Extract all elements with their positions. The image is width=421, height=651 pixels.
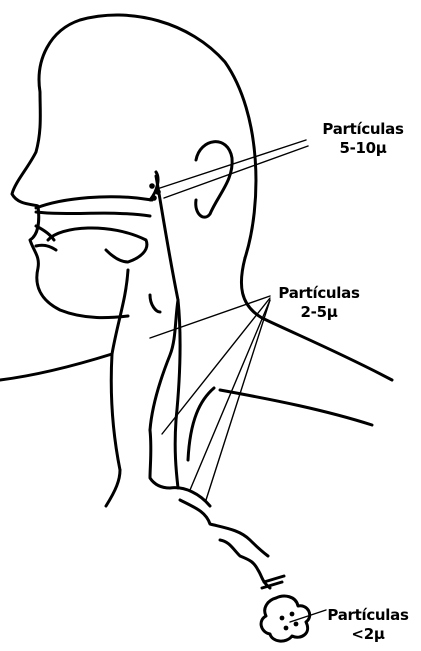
pharynx-front-wall bbox=[111, 270, 128, 470]
epiglottis bbox=[150, 295, 160, 312]
airway-pointer-line bbox=[150, 296, 270, 338]
nasal-pointer-line bbox=[160, 140, 306, 188]
alveolar-particle bbox=[280, 616, 285, 621]
airway-pointer-line bbox=[190, 300, 270, 490]
nasal-label-line1: Partículas bbox=[310, 120, 416, 139]
bronchiole-bar bbox=[262, 576, 284, 588]
lung-outline bbox=[188, 388, 214, 460]
teeth-lower bbox=[36, 245, 56, 250]
pharynx-back-wall bbox=[150, 176, 178, 430]
nasal-pointer-line bbox=[164, 146, 308, 198]
nasal-cavity-outline bbox=[36, 172, 158, 208]
nasal-particle bbox=[149, 183, 155, 189]
alveolar-label-line2: <2μ bbox=[316, 625, 420, 644]
airway-label-line2: 2-5μ bbox=[264, 303, 374, 322]
nasal-particles-label: Partículas 5-10μ bbox=[310, 120, 416, 158]
alveolar-particle bbox=[290, 612, 295, 617]
alveolar-particles-label: Partículas <2μ bbox=[316, 606, 420, 644]
tongue bbox=[48, 228, 147, 262]
trachea-left bbox=[106, 470, 120, 506]
airway-particles-label: Partículas 2-5μ bbox=[264, 284, 374, 322]
teeth-upper bbox=[36, 226, 54, 240]
shoulder-front-line bbox=[0, 354, 112, 380]
nasal-label-line2: 5-10μ bbox=[310, 139, 416, 158]
alveolar-particle bbox=[294, 622, 299, 627]
bronchus bbox=[180, 500, 268, 556]
alveolar-label-line1: Partículas bbox=[316, 606, 420, 625]
head-profile-outline bbox=[12, 15, 256, 318]
airway-label-line1: Partículas bbox=[264, 284, 374, 303]
palate bbox=[36, 212, 150, 216]
nasal-particle bbox=[151, 195, 157, 201]
bronchiole bbox=[220, 540, 270, 588]
nasal-particle bbox=[155, 189, 161, 195]
airway-pointer-line bbox=[206, 300, 270, 500]
alveolar-particle bbox=[284, 626, 289, 631]
trachea-right bbox=[150, 430, 210, 506]
chest-line bbox=[220, 390, 372, 425]
